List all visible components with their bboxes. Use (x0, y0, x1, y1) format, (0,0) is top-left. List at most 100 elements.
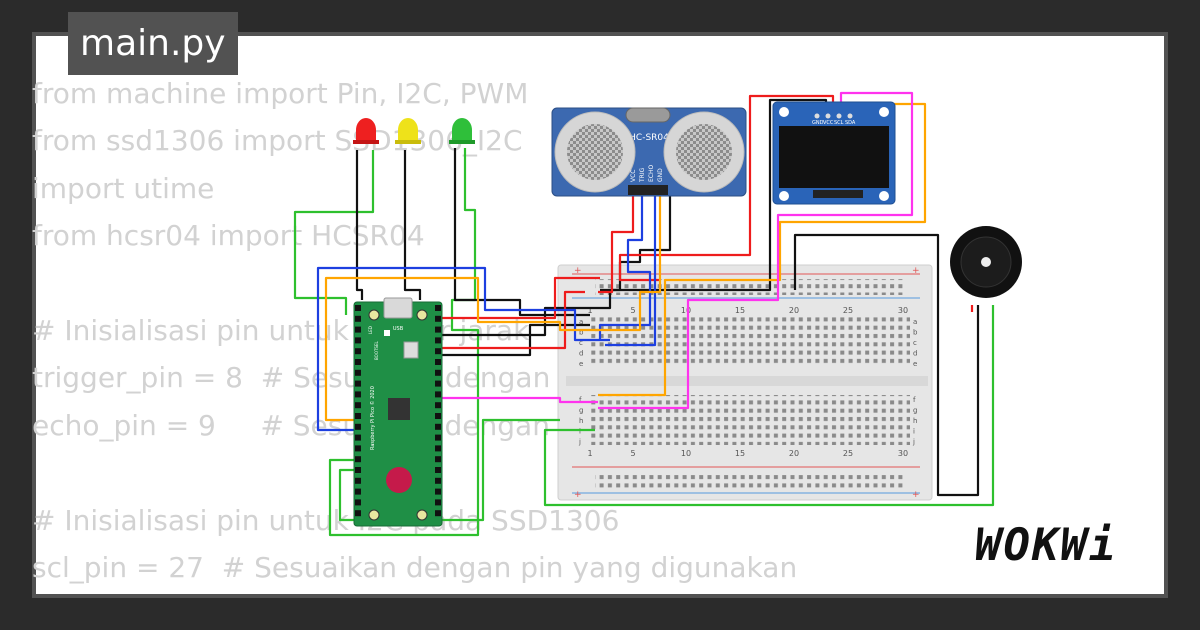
breadboard-column-number: 1 (587, 306, 592, 315)
raspberry-pi-pico: USB Raspberry Pi Pico © 2020 BOOTSEL LED (353, 297, 443, 527)
pico-pin (435, 456, 441, 463)
wire-green-buzzer (543, 305, 995, 507)
breadboard-column-number: 25 (843, 306, 853, 315)
pico-pin (355, 380, 361, 387)
pico-pin (435, 488, 441, 495)
breadboard-row-letter: h (913, 417, 917, 425)
pico-pin (355, 510, 361, 517)
breadboard-row-letter: a (913, 318, 917, 326)
sensor-pin-label: TRIG (639, 167, 646, 183)
oled-pin (825, 113, 831, 119)
pico-pin (435, 434, 441, 441)
oled-pin-label: GND (812, 120, 824, 126)
pico-pin (355, 359, 361, 365)
code-line: import utime (32, 171, 215, 205)
pico-bootsel-label: BOOTSEL (374, 341, 379, 360)
breadboard-column-number: 20 (789, 306, 799, 315)
pico-pin (435, 369, 441, 376)
svg-text:+: + (912, 266, 920, 276)
wire-blue-echo (605, 195, 657, 347)
svg-text:+: + (574, 490, 582, 500)
pico-pin (355, 488, 361, 495)
sensor-pin-label: ECHO (648, 165, 655, 182)
wire-green-led-2 (328, 148, 480, 537)
buzzer (950, 226, 1022, 298)
wire-red-2 (440, 290, 585, 350)
pico-pin (435, 348, 441, 355)
sensor-pin-label: GND (657, 168, 664, 182)
breadboard-row-letter: e (913, 360, 917, 368)
svg-text:+: + (574, 266, 582, 276)
breadboard-row-letter: i (579, 428, 581, 436)
pico-pin (355, 402, 361, 409)
svg-text:+: + (912, 490, 920, 500)
breadboard-row-letter: c (579, 339, 583, 347)
sensor-pin-label: VCC (630, 170, 637, 182)
wire-red-vcc (598, 195, 635, 294)
file-tab[interactable]: main.py (68, 12, 238, 75)
led-green (449, 118, 475, 144)
pico-pin (435, 423, 441, 430)
pico-pin (435, 402, 441, 409)
wire-green-led (293, 150, 375, 315)
breadboard-row-letter: g (913, 407, 917, 415)
breadboard-row-letter: b (579, 329, 584, 337)
pico-pin (355, 369, 361, 376)
pico-pin (435, 380, 441, 387)
oled-pin (836, 113, 842, 119)
wire-blue-trig (598, 195, 652, 342)
pico-pin (355, 305, 361, 311)
breadboard-column-number: 5 (630, 306, 635, 315)
wire-orange-pico (324, 276, 598, 422)
sensor-model-label: HC-SR04 (629, 133, 669, 143)
breadboard-row-letter: g (579, 407, 583, 415)
wire-magenta-pico (440, 396, 598, 404)
pico-pin (355, 445, 361, 452)
pico-pin (435, 499, 441, 506)
wire-blue-pico (316, 266, 600, 432)
breadboard-row-letter: h (579, 417, 583, 425)
breadboard-column-number: 20 (789, 449, 799, 458)
breadboard-row-letter: f (579, 396, 582, 404)
wire-black-gnd (440, 195, 672, 337)
oled-pin (814, 113, 820, 119)
pico-pin (435, 467, 441, 473)
breadboard-row-letter: j (912, 438, 915, 446)
pico-pin (355, 423, 361, 430)
oled-pin-label: SDA (845, 120, 856, 126)
pico-led-label: LED (368, 326, 373, 334)
wokwi-logo[interactable]: WOKWi (975, 520, 1118, 571)
oled-pin-label: SCL (834, 120, 844, 126)
breadboard-row-letter: a (579, 318, 583, 326)
breadboard-row-letter: i (913, 428, 915, 436)
pico-usb-label: USB (393, 326, 404, 332)
pico-pin (355, 413, 361, 419)
pico-pin (355, 467, 361, 473)
pico-pin (355, 326, 361, 333)
breadboard-row-letter: d (579, 350, 583, 358)
breadboard-row-letter: c (913, 339, 917, 347)
pico-pin (355, 315, 361, 322)
code-preview: from machine import Pin, I2C, PWM from ss… (32, 70, 836, 591)
breadboard-column-number: 5 (630, 449, 635, 458)
pico-pin (355, 391, 361, 398)
wire-red-vbus (440, 276, 600, 320)
oled-pin-label: VCC (823, 120, 834, 126)
pico-pin (435, 445, 441, 452)
pico-pin (435, 305, 441, 311)
wire-red-oled (618, 94, 835, 282)
pico-pin (355, 348, 361, 355)
breadboard-row-letter: j (578, 438, 581, 446)
breadboard-row-letter: f (913, 396, 916, 404)
wire-orange-echo (595, 195, 662, 332)
pico-board-label: Raspberry Pi Pico © 2020 (369, 386, 376, 450)
pico-pin (355, 434, 361, 441)
code-line: from ssd1306 import SSD1306_I2C (32, 124, 523, 158)
code-line: from machine import Pin, I2C, PWM (32, 77, 529, 110)
breadboard-column-number: 10 (681, 449, 691, 458)
pico-pin (435, 510, 441, 517)
